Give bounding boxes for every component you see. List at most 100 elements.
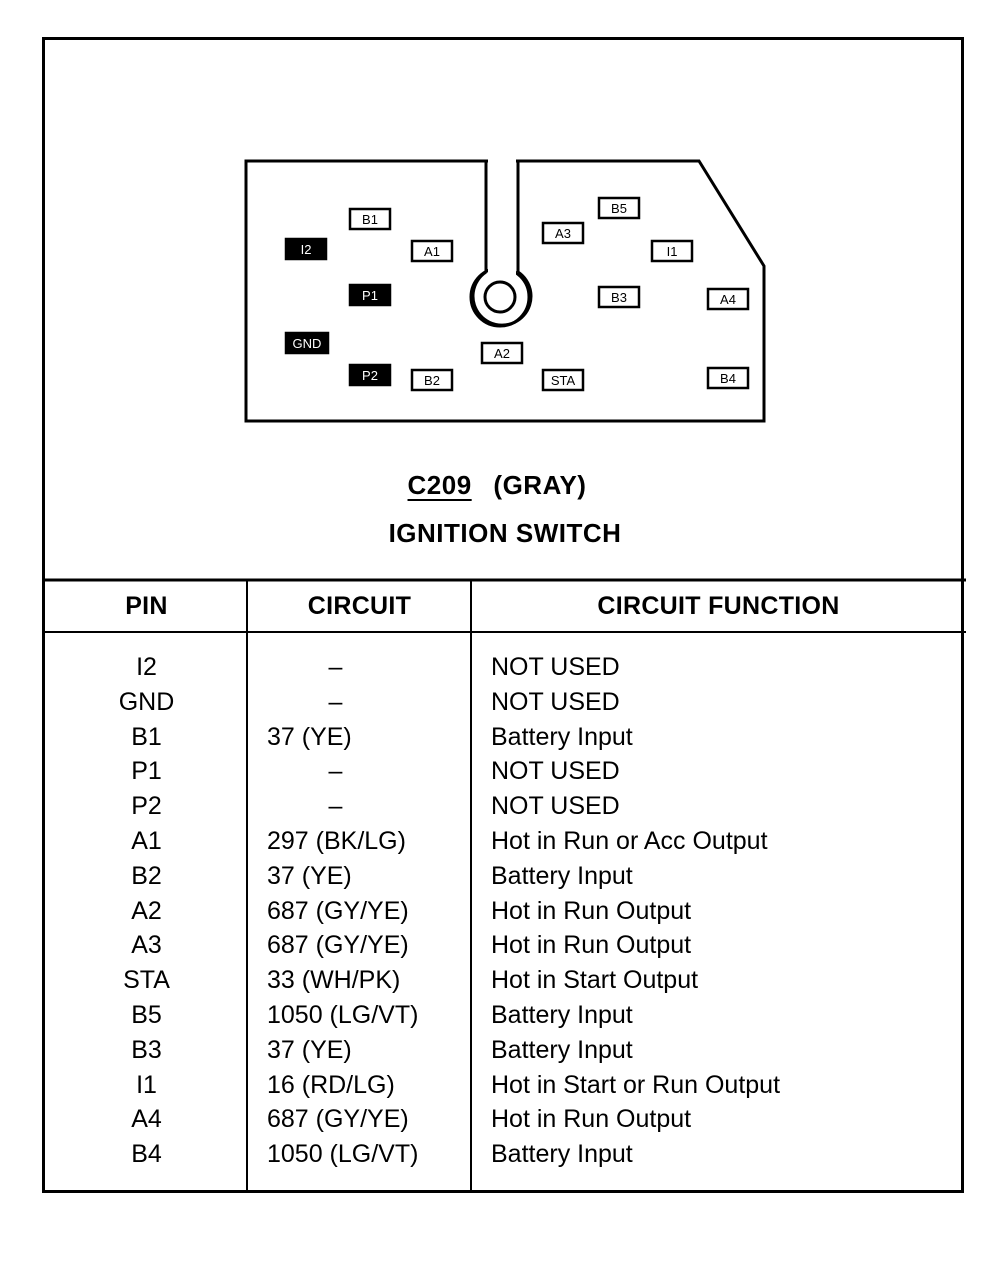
- pin-cell: B1: [131, 722, 162, 751]
- circuit-cell: –: [328, 792, 343, 821]
- function-cell: Hot in Start or Run Output: [491, 1070, 781, 1099]
- function-cell: NOT USED: [491, 687, 620, 716]
- cavity-a4: A4: [706, 287, 750, 311]
- circuit-cell: 37 (YE): [267, 861, 352, 890]
- circuit-cell: 687 (GY/YE): [267, 1105, 409, 1134]
- connector-id-line: C209 (GRAY): [0, 470, 994, 501]
- circuit-cell: 1050 (LG/VT): [267, 1001, 419, 1029]
- component-name: IGNITION SWITCH: [388, 518, 622, 548]
- circuit-cell: 1050 (LG/VT): [267, 1140, 419, 1169]
- cavity-a1: A1: [410, 239, 454, 263]
- pin-cell: A1: [131, 827, 162, 855]
- header-circuit: CIRCUIT: [307, 592, 412, 620]
- function-cell: NOT USED: [491, 653, 620, 681]
- cavity-label: STA: [551, 373, 576, 388]
- table-row: A3 687 (GY/YE) Hot in Run Output: [0, 928, 994, 963]
- table-row: GND – NOT USED: [0, 685, 994, 720]
- function-cell: NOT USED: [491, 792, 620, 821]
- cavity-label: B1: [362, 212, 378, 227]
- cavity-b2: B2: [410, 368, 454, 392]
- cavity-label: B2: [424, 373, 440, 388]
- cavity-b4: B4: [706, 366, 750, 390]
- connector-id: C209: [407, 470, 472, 500]
- circuit-cell: –: [328, 687, 343, 716]
- table-row: B1 37 (YE) Battery Input: [0, 720, 994, 755]
- circuit-cell: –: [328, 653, 343, 681]
- cavity-label: B3: [611, 290, 627, 305]
- cavity-label: B5: [611, 201, 627, 216]
- cavity-label: P1: [362, 288, 378, 303]
- function-cell: Battery Input: [491, 1035, 633, 1064]
- table-row: B2 37 (YE) Battery Input: [0, 859, 994, 894]
- cavity-a2: A2: [480, 341, 524, 365]
- pin-cell: B4: [131, 1140, 162, 1169]
- pin-cell: B2: [131, 861, 162, 890]
- table-row: B4 1050 (LG/VT) Battery Input: [0, 1137, 994, 1172]
- function-cell: Hot in Run Output: [491, 1105, 692, 1134]
- pin-cell: I2: [136, 653, 157, 681]
- circuit-cell: –: [328, 757, 343, 786]
- cavity-label: P2: [362, 368, 378, 383]
- pin-cell: B3: [131, 1035, 162, 1064]
- function-cell: Hot in Run Output: [491, 896, 692, 925]
- cavity-b1: B1: [348, 207, 392, 231]
- function-cell: Hot in Run Output: [491, 931, 692, 960]
- cavity-sta: STA: [541, 368, 585, 392]
- table-row: P1 – NOT USED: [0, 754, 994, 789]
- pin-cell: I1: [136, 1070, 157, 1099]
- table-row: B3 37 (YE) Battery Input: [0, 1033, 994, 1068]
- table-row: I1 16 (RD/LG) Hot in Start or Run Output: [0, 1068, 994, 1103]
- lock-cylinder-inner: [483, 280, 517, 314]
- function-cell: Battery Input: [491, 1001, 633, 1029]
- cavity-label: A2: [494, 346, 510, 361]
- table-row: A1 297 (BK/LG) Hot in Run or Acc Output: [0, 824, 994, 859]
- function-cell: Battery Input: [491, 861, 633, 890]
- table-row: I2 – NOT USED: [0, 650, 994, 685]
- pin-cell: P1: [131, 757, 162, 786]
- connector-color: (GRAY): [493, 470, 587, 500]
- function-cell: Battery Input: [491, 1140, 633, 1169]
- function-cell: Hot in Start Output: [491, 966, 699, 995]
- pin-cell: GND: [118, 687, 175, 716]
- pin-cell: A4: [131, 1105, 162, 1134]
- function-cell: Battery Input: [491, 722, 633, 751]
- diagram-frame: [42, 37, 964, 1193]
- cavity-label: I1: [667, 244, 678, 259]
- pin-cell: P2: [131, 792, 162, 821]
- cavity-p1: P1: [348, 283, 392, 307]
- function-cell: Hot in Run or Acc Output: [491, 827, 768, 855]
- cavity-label: I2: [301, 242, 312, 257]
- function-cell: NOT USED: [491, 757, 620, 786]
- circuit-cell: 33 (WH/PK): [267, 966, 401, 995]
- cavity-b3: B3: [597, 285, 641, 309]
- table-grid: [43, 578, 966, 1193]
- cavity-a3: A3: [541, 221, 585, 245]
- cavity-b5: B5: [597, 196, 641, 220]
- cavity-i1: I1: [650, 239, 694, 263]
- pin-cell: A3: [131, 931, 162, 960]
- pin-cell: A2: [131, 896, 162, 925]
- table-row: STA 33 (WH/PK) Hot in Start Output: [0, 963, 994, 998]
- pin-cell: STA: [123, 966, 170, 995]
- cavity-label: A4: [720, 292, 736, 307]
- circuit-cell: 16 (RD/LG): [267, 1070, 395, 1099]
- cavity-label: B4: [720, 371, 736, 386]
- table-row: A2 687 (GY/YE) Hot in Run Output: [0, 894, 994, 929]
- table-row: P2 – NOT USED: [0, 789, 994, 824]
- pin-cell: B5: [131, 1001, 162, 1029]
- circuit-cell: 687 (GY/YE): [267, 896, 409, 925]
- header-pin: PIN: [125, 592, 168, 620]
- cavity-label: GND: [293, 336, 322, 351]
- circuit-cell: 687 (GY/YE): [267, 931, 409, 960]
- cavity-i2: I2: [284, 237, 328, 261]
- cavity-label: A3: [555, 226, 571, 241]
- circuit-cell: 297 (BK/LG): [267, 827, 406, 855]
- table-row: A4 687 (GY/YE) Hot in Run Output: [0, 1102, 994, 1137]
- circuit-cell: 37 (YE): [267, 722, 352, 751]
- table-row: B5 1050 (LG/VT) Battery Input: [0, 998, 994, 1033]
- circuit-cell: 37 (YE): [267, 1035, 352, 1064]
- cavity-p2: P2: [348, 363, 392, 387]
- header-circuit-function: CIRCUIT FUNCTION: [597, 592, 840, 620]
